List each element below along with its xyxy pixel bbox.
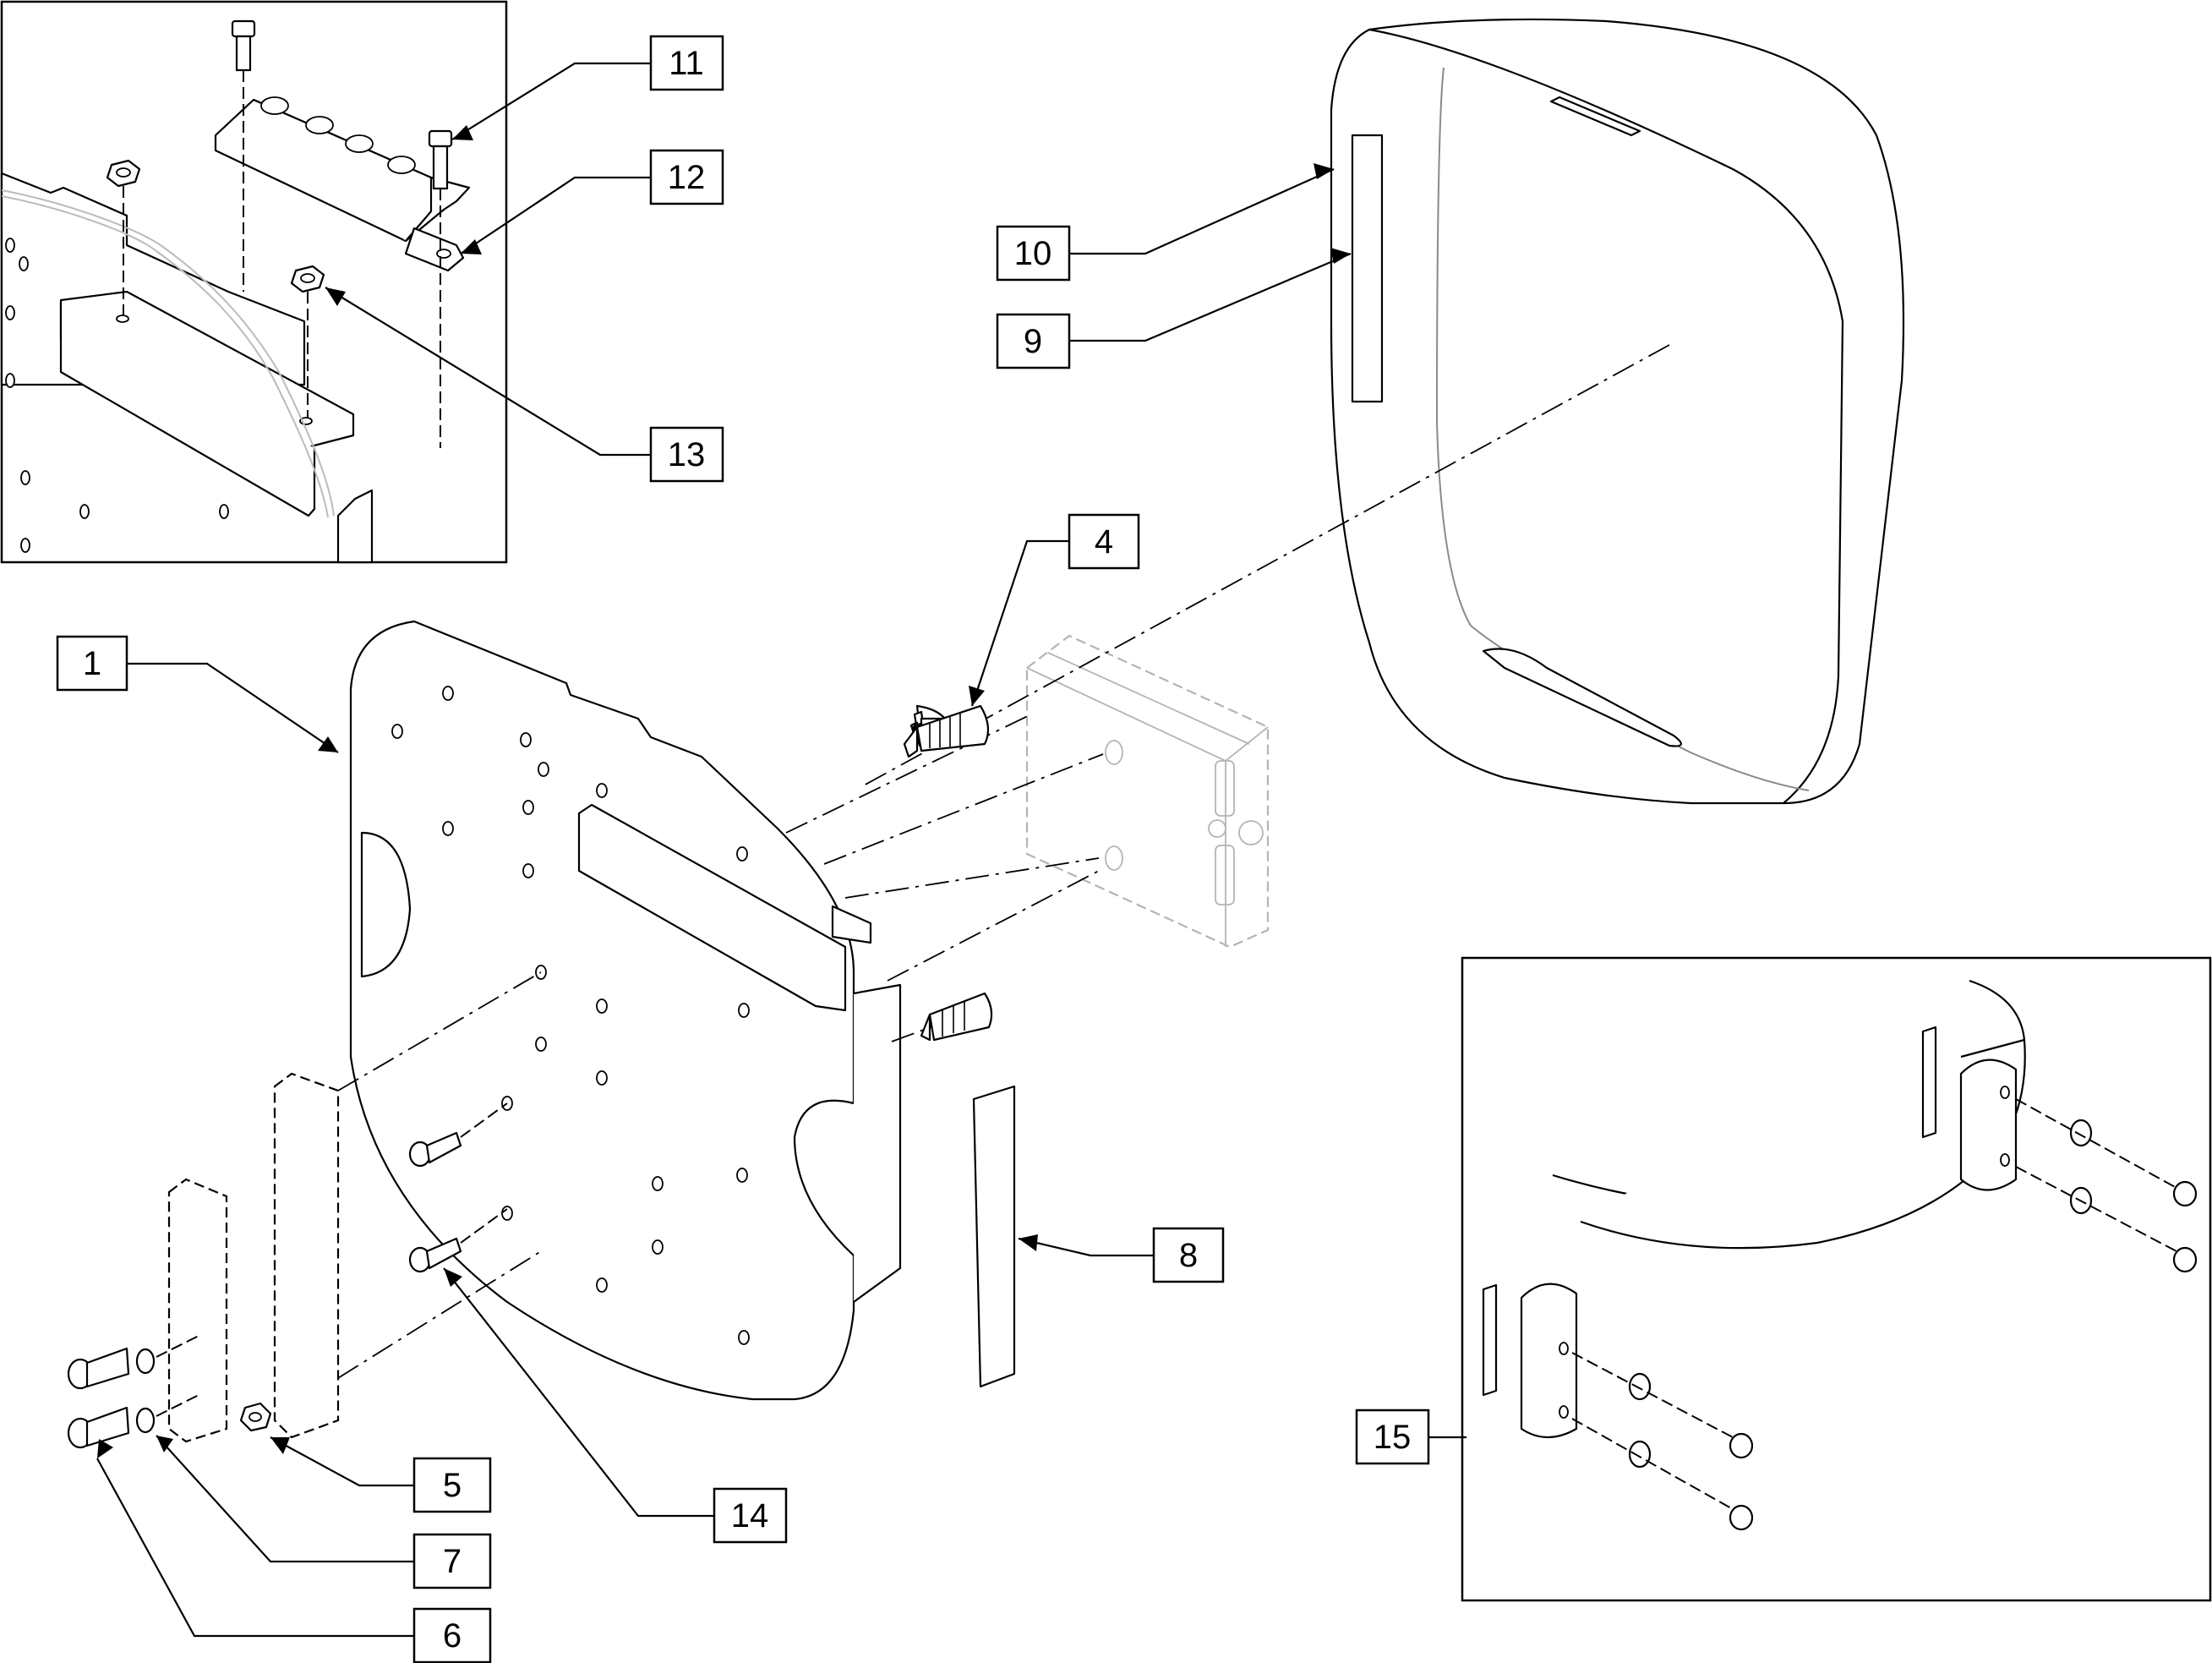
countersunk-screw-4-top [903, 704, 990, 758]
callout-13: 13 [649, 426, 724, 483]
callout-14: 14 [713, 1487, 788, 1544]
leader-9 [1069, 252, 1352, 342]
leader-13 [325, 287, 651, 457]
handle-plate-right [1921, 1026, 1937, 1139]
back-plate-slot [577, 803, 847, 1012]
callout-11: 11 [649, 35, 724, 91]
connector-ports [260, 96, 416, 174]
svg-text:4: 4 [1095, 523, 1113, 561]
back-plate-handle-left [360, 831, 412, 978]
leader-7 [156, 1435, 414, 1563]
leader-arrowheads [97, 125, 1351, 1458]
inset-bracket-wall [59, 303, 316, 517]
cushion-slot-bottom [1482, 648, 1682, 747]
leader-6 [96, 1458, 414, 1638]
handle-clamp-left [1520, 1283, 1578, 1438]
inset-plate-flange [336, 489, 374, 564]
handle-clamp-right [1959, 1059, 2018, 1191]
leader-14 [443, 1267, 714, 1518]
inset-nut-left [106, 159, 141, 317]
svg-text:14: 14 [731, 1497, 769, 1534]
module-box-outline [1025, 634, 1270, 949]
leader-1 [127, 662, 339, 753]
inset-connector-detail [0, 0, 508, 564]
leader-lines [96, 62, 1466, 1638]
inset-nut-right [290, 265, 325, 418]
velcro-strip-9 [1351, 134, 1384, 403]
svg-text:6: 6 [443, 1617, 462, 1655]
callout-15: 15 [1355, 1409, 1430, 1465]
svg-text:1: 1 [83, 645, 101, 682]
callout-7: 7 [412, 1533, 492, 1589]
pan-screw-14-lower [408, 1208, 508, 1273]
svg-text:8: 8 [1179, 1237, 1198, 1274]
inset-frame-handle [1461, 956, 2212, 1602]
inset-screw-top [231, 19, 256, 292]
svg-text:10: 10 [1014, 235, 1052, 272]
hidden-brackets [167, 971, 542, 1443]
pan-screw-14-upper [408, 1102, 508, 1168]
handle-plate-left [1482, 1283, 1498, 1397]
callout-12: 12 [649, 149, 724, 205]
connector-tab [404, 227, 465, 272]
washers-7 [135, 1335, 199, 1434]
svg-text:12: 12 [668, 159, 706, 196]
electronics-module-ghost [1025, 634, 1270, 949]
leader-8 [1018, 1237, 1154, 1257]
handle-screws [1571, 1098, 2198, 1531]
svg-text:13: 13 [668, 436, 706, 473]
leader-11 [451, 62, 651, 140]
svg-text:15: 15 [1374, 1419, 1412, 1456]
callout-4: 4 [1068, 513, 1140, 570]
inset-handle-detail [1461, 956, 2212, 1602]
callout-8: 8 [1152, 1227, 1225, 1283]
leader-5 [270, 1436, 414, 1487]
backrest-cushion [1330, 18, 1905, 805]
back-plate [349, 620, 902, 1401]
cap-screws-6 [67, 1347, 130, 1449]
cushion-inner-edge [1435, 67, 1810, 791]
callout-1: 1 [56, 635, 128, 692]
inset-screw-right [428, 129, 453, 448]
handle-washers [1628, 1119, 2093, 1469]
clamp-bracket-rear [273, 1072, 340, 1439]
back-plate-flange [853, 983, 902, 1303]
callout-9: 9 [996, 313, 1071, 369]
svg-text:5: 5 [443, 1467, 462, 1504]
leader-4 [970, 539, 1069, 707]
clamp-bracket-front [167, 1178, 228, 1443]
leader-10 [1069, 167, 1335, 255]
leader-12 [460, 176, 651, 254]
velcro-strip-8 [972, 1085, 1016, 1388]
back-plate-handle-right [793, 1099, 855, 1256]
svg-text:9: 9 [1024, 323, 1042, 360]
callout-6: 6 [412, 1607, 492, 1663]
svg-text:7: 7 [443, 1543, 462, 1580]
callout-5: 5 [412, 1457, 492, 1513]
cushion-slot-top [1549, 96, 1641, 137]
handle-tube-top [1580, 979, 2026, 1250]
svg-text:11: 11 [669, 45, 704, 82]
countersunk-screw-4-lower [920, 992, 993, 1042]
inset-plate-holes [5, 238, 229, 553]
callout-10: 10 [996, 225, 1071, 282]
nut-5 [239, 1402, 272, 1432]
assembly-axis-line [861, 344, 1670, 787]
inset-cable [1, 189, 335, 517]
